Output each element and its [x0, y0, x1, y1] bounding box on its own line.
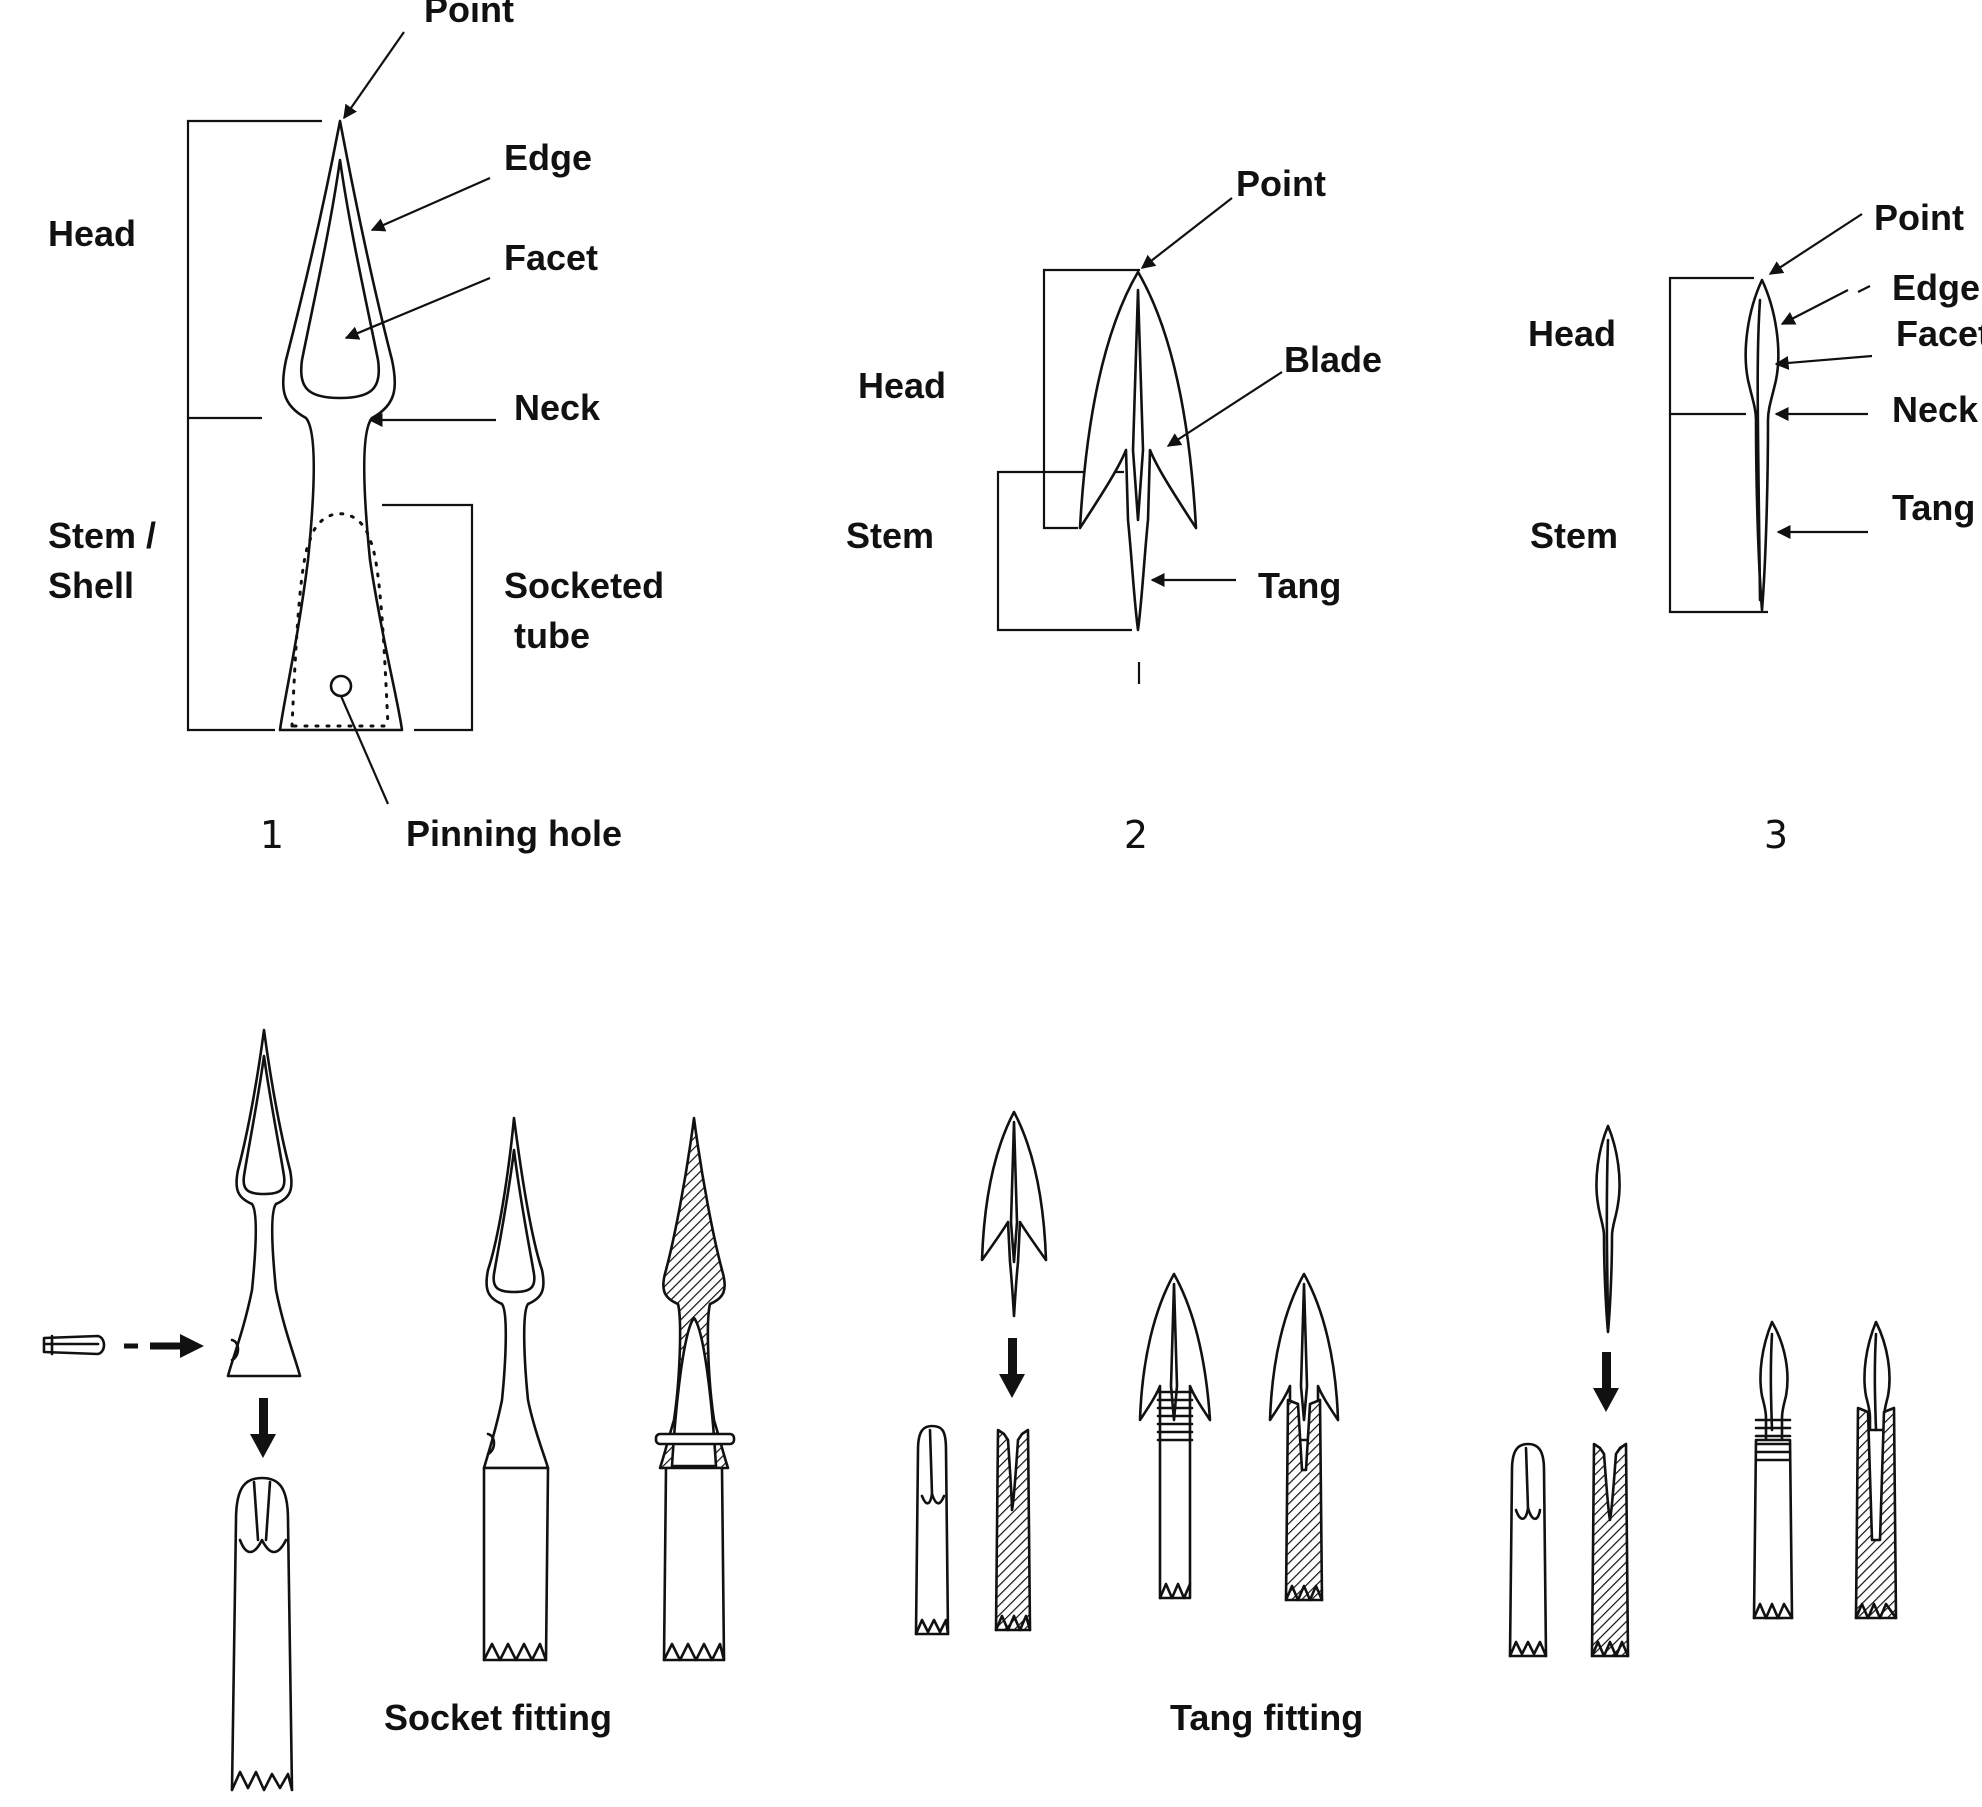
facet-leader — [344, 276, 491, 340]
barbed-assembled-section — [1268, 1272, 1340, 1442]
label-tang-2: Tang — [1258, 565, 1341, 606]
down-arrow-icon — [999, 1374, 1025, 1398]
label-neck-3: Neck — [1892, 389, 1979, 430]
head-bracket — [186, 119, 322, 420]
socket-fitting-group: Socket fitting — [42, 1028, 736, 1792]
label-stem-3: Stem — [1530, 515, 1618, 556]
edge-leader — [370, 176, 491, 232]
head-bracket — [1668, 276, 1754, 416]
split-shaft-section — [994, 1428, 1032, 1632]
binding-wrap — [1156, 1390, 1194, 1442]
barbed-head-exploded — [980, 1110, 1048, 1318]
midrib — [1131, 288, 1145, 522]
label-pinning-hole: Pinning hole — [406, 813, 622, 854]
caption-tang-fitting: Tang fitting — [1170, 1697, 1363, 1738]
label-edge-3: Edge — [1892, 267, 1980, 308]
label-point-2: Point — [1236, 163, 1326, 204]
blade-leader — [1166, 371, 1283, 447]
edge-leader-3 — [1780, 289, 1849, 325]
split-shaft-section-2 — [1590, 1442, 1630, 1658]
label-stem-shell-1: Stem / — [48, 515, 156, 556]
label-tang-3: Tang — [1892, 487, 1975, 528]
label-facet-3: Facet — [1896, 313, 1982, 354]
label-point: Point — [424, 0, 514, 30]
pin-in-place — [654, 1432, 736, 1446]
facet-leader-3 — [1774, 354, 1873, 370]
right-arrow-icon — [180, 1334, 204, 1358]
figure-2-barbed-arrowhead: Point Blade Head Stem Tang 2 — [846, 163, 1382, 857]
point-leader — [343, 31, 405, 120]
arrowhead-1-outline — [278, 119, 404, 732]
label-head: Head — [48, 213, 136, 254]
midrib-3 — [1756, 298, 1762, 602]
label-head-3: Head — [1528, 313, 1616, 354]
point-leader-2 — [1140, 197, 1233, 269]
label-socketed-2: tube — [514, 615, 590, 656]
arrowhead-2-outline — [1078, 270, 1198, 632]
head-bracket — [1042, 268, 1140, 530]
label-neck: Neck — [514, 387, 601, 428]
figure-number-3: 3 — [1764, 813, 1788, 857]
socket-cavity — [290, 512, 390, 728]
figure-3-leaf-arrowhead: Point Edge Facet Neck Tang Head Stem 3 — [1528, 197, 1982, 857]
arrowhead-3-outline — [1744, 278, 1780, 612]
down-arrow-icon — [1593, 1388, 1619, 1412]
split-shaft-outline-2 — [1508, 1442, 1548, 1658]
stem-bracket — [996, 470, 1132, 632]
tang-fitting-leaf-group — [1508, 1124, 1898, 1658]
point-leader-3 — [1768, 213, 1863, 275]
barbed-assembled-bound — [1138, 1272, 1212, 1600]
label-head-2: Head — [858, 365, 946, 406]
label-facet: Facet — [504, 237, 598, 278]
label-stem-2: Stem — [846, 515, 934, 556]
facet-outline — [299, 158, 381, 400]
figure-number-2: 2 — [1124, 813, 1148, 857]
label-stem-shell-2: Shell — [48, 565, 134, 606]
pinning-hole-leader — [339, 695, 390, 805]
shaft-tapered — [230, 1476, 294, 1791]
caption-socket-fitting: Socket fitting — [384, 1697, 612, 1738]
stem-bracket — [186, 418, 275, 732]
socket-head-exploded — [226, 1028, 302, 1378]
down-arrow-icon — [250, 1434, 276, 1458]
figure-1-socketed-arrowhead: Point Edge Facet Neck Head Stem / Shell … — [48, 0, 664, 857]
split-shaft-outline — [914, 1424, 950, 1636]
label-blade: Blade — [1284, 339, 1382, 380]
stem-bracket — [1668, 414, 1768, 614]
binding-wrap-2 — [1754, 1418, 1792, 1462]
socket-bracket — [382, 503, 474, 732]
figure-number-1: 1 — [260, 813, 284, 857]
tang-fitting-barbed-group: Tang fitting — [914, 1110, 1363, 1738]
label-point-3: Point — [1874, 197, 1964, 238]
label-socketed-1: Socketed — [504, 565, 664, 606]
label-edge: Edge — [504, 137, 592, 178]
